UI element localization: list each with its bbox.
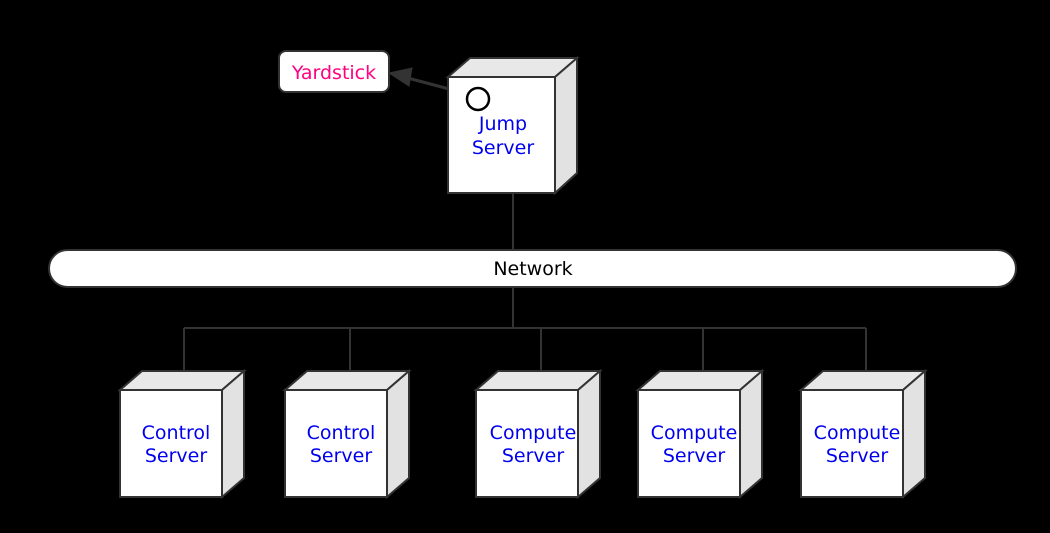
jump-server-label-line1: Jump (478, 113, 527, 135)
compute-server-1-label-line2: Server (502, 445, 564, 467)
compute-server-3-node[interactable]: Compute Server (798, 368, 928, 500)
control-server-1-node[interactable]: Control Server (117, 368, 247, 500)
yardstick-node[interactable]: Yardstick (278, 50, 390, 93)
jump-server-box-side (554, 55, 578, 196)
compute-server-2-box-side (739, 368, 763, 500)
compute-server-3-label-line2: Server (826, 445, 888, 467)
arrow-head-icon (387, 67, 413, 87)
compute-server-2-box-front[interactable] (637, 389, 741, 498)
compute-server-1-box-side (577, 368, 601, 500)
control-server-2-label-line2: Server (310, 445, 372, 467)
compute-server-1-box-front[interactable] (475, 389, 579, 498)
network-label: Network (493, 258, 572, 280)
control-server-2-box-front[interactable] (284, 389, 388, 498)
control-server-2-label-line1: Control (307, 422, 376, 444)
compute-server-1-node[interactable]: Compute Server (473, 368, 603, 500)
control-server-1-box-front[interactable] (119, 389, 223, 498)
control-server-2-node[interactable]: Control Server (282, 368, 412, 500)
compute-server-1-label-line1: Compute (490, 422, 577, 444)
yardstick-label: Yardstick (291, 62, 376, 84)
compute-server-2-label-line1: Compute (651, 422, 738, 444)
compute-server-3-box-front[interactable] (800, 389, 904, 498)
jump-server-box-front[interactable] (447, 76, 556, 194)
control-server-1-label-line2: Server (145, 445, 207, 467)
compute-server-2-label-line2: Server (663, 445, 725, 467)
network-bar[interactable] (48, 249, 1017, 288)
compute-server-2-node[interactable]: Compute Server (635, 368, 765, 500)
control-server-1-label-line1: Control (142, 422, 211, 444)
yardstick-box[interactable] (278, 50, 390, 93)
compute-server-3-label-line1: Compute (814, 422, 901, 444)
control-server-1-box-side (221, 368, 245, 500)
compute-server-3-box-side (902, 368, 926, 500)
jump-server-node[interactable]: Jump Server (445, 55, 580, 196)
jump-server-label-line2: Server (472, 137, 534, 159)
jump-server-interface-circle-icon[interactable] (465, 86, 491, 112)
network-node[interactable]: Network (48, 249, 1017, 288)
control-server-2-box-side (386, 368, 410, 500)
